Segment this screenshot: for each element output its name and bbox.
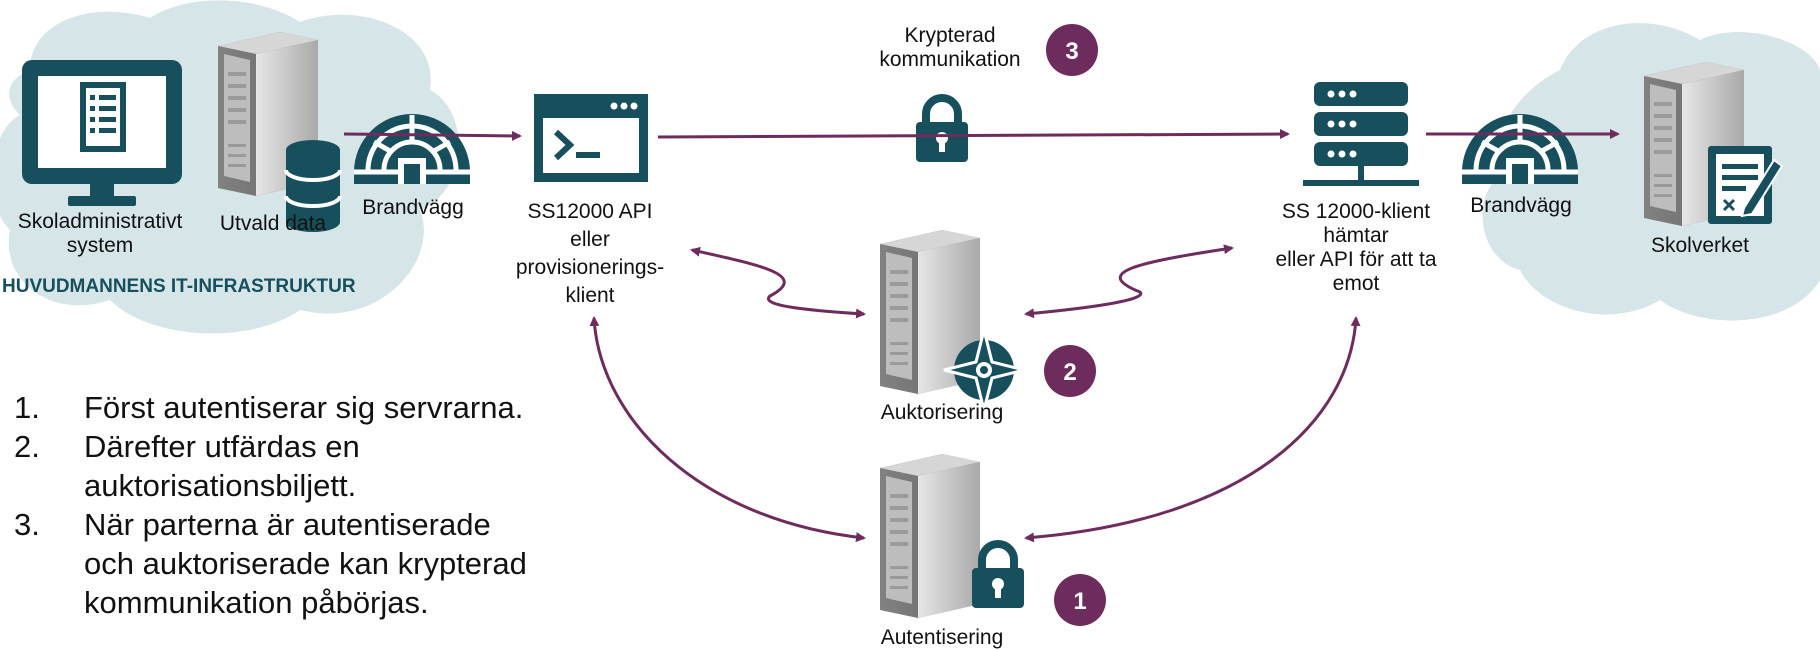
authentication-server-icon: [880, 454, 980, 618]
svg-text:1: 1: [1073, 588, 1086, 615]
badge-2: 2: [1044, 345, 1096, 397]
badge-3: 3: [1046, 24, 1098, 76]
step-number: 1.: [14, 390, 40, 425]
arrow-client-authorization: [1024, 244, 1234, 319]
arrow-encrypted-channel: [657, 129, 1290, 140]
connection-arrows: [343, 129, 1620, 543]
database-icon: [284, 140, 342, 232]
monitor-icon: [22, 60, 182, 206]
encryption-label: Krypterad kommunikation: [879, 24, 1021, 71]
data-label: Utvald data: [219, 212, 327, 235]
agency-label: Skolverket: [1650, 234, 1750, 257]
firewall-label-left: Brandvägg: [362, 196, 464, 219]
lock-icon-authentication: [972, 544, 1024, 608]
step-number: 3.: [14, 507, 40, 542]
step-item-1: 1. Först autentiserar sig servrarna.: [14, 388, 614, 427]
step-number: 2.: [14, 429, 40, 464]
svg-text:3: 3: [1065, 38, 1078, 65]
document-pen-icon: [1708, 146, 1784, 224]
arrow-api-authorization: [690, 246, 866, 319]
arrow-client-authentication: [1024, 316, 1361, 543]
step-text: Därefter utfärdas en auktorisationsbilje…: [84, 429, 360, 503]
compass-icon: [943, 329, 1025, 411]
lock-icon-encryption: [916, 98, 968, 162]
arrow-api-authentication: [589, 316, 866, 543]
authorization-label: Auktorisering: [880, 401, 1004, 424]
firewall-label-right: Brandvägg: [1470, 194, 1572, 217]
client-label: SS 12000-klient hämtar eller API för att…: [1275, 200, 1437, 295]
server-rack-icon: [1303, 82, 1419, 186]
svg-text:2: 2: [1063, 359, 1076, 386]
arrow-data-to-api: [343, 130, 522, 141]
api-label: SS12000 API eller provisionerings- klien…: [515, 200, 665, 307]
step-item-2: 2. Därefter utfärdas en auktorisationsbi…: [14, 427, 614, 505]
step-text: Först autentiserar sig servrarna.: [84, 390, 524, 425]
step-item-3: 3. När parterna är autentiserade och auk…: [14, 505, 614, 622]
system-label: Skoladministrativt system: [17, 210, 183, 257]
steps-list: 1. Först autentiserar sig servrarna. 2. …: [14, 388, 614, 622]
infrastructure-label: HUVUDMANNENS IT-INFRASTRUKTUR: [2, 276, 356, 297]
badge-1: 1: [1054, 574, 1106, 626]
authentication-label: Autentisering: [880, 626, 1004, 649]
terminal-icon: [534, 94, 648, 182]
step-text: När parterna är autentiserade och auktor…: [84, 507, 527, 620]
